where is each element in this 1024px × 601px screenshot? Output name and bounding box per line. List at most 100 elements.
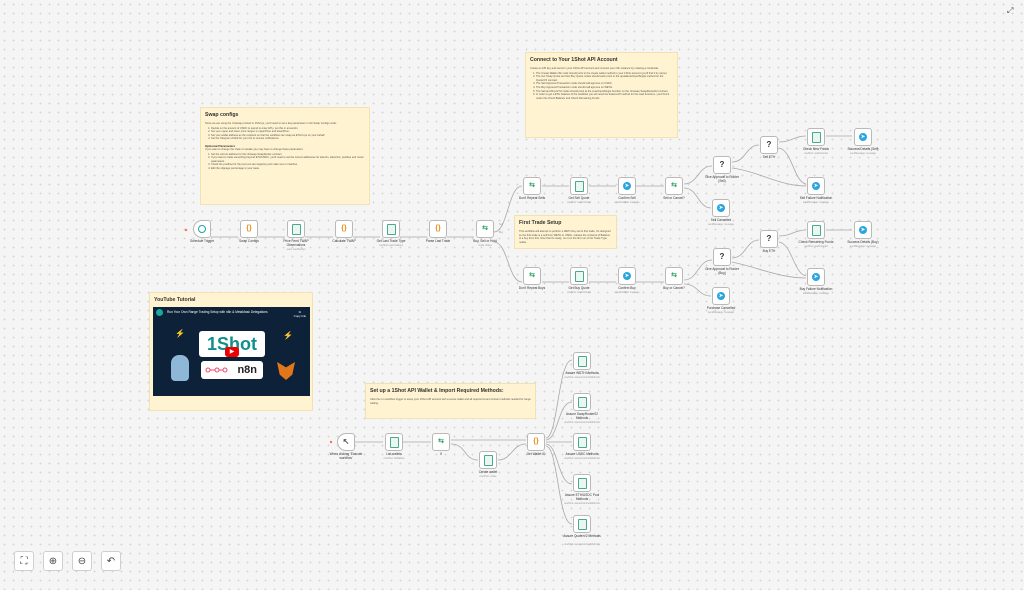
oneshot-icon	[577, 355, 587, 367]
node-label: Sell or Cancel?	[663, 196, 685, 200]
node-subtitle: oneShot: assureContractMethods	[564, 502, 600, 505]
fit-view-button[interactable]: ⛶	[14, 551, 34, 571]
setup-wallet-note[interactable]: Set up a 1Shot API Wallet & Import Requi…	[365, 383, 536, 419]
sell-eth-node[interactable]: ?	[760, 136, 778, 154]
sell-failure-node[interactable]: ➤	[807, 177, 825, 195]
buy-eth-node[interactable]: ?	[760, 230, 778, 248]
calculate-twap-node[interactable]: {}	[335, 220, 353, 238]
note-item: In order to get a ETH balance of the wor…	[536, 93, 673, 100]
note-item: Edit the slippage percentage to your tas…	[211, 167, 365, 171]
schedule-trigger-node[interactable]	[193, 220, 211, 238]
if-node[interactable]: ⇆	[432, 433, 450, 451]
node-label: Assure QuoterV2 Methods	[563, 534, 601, 538]
output-label-sell: Sell	[499, 223, 503, 226]
swap-configs-note[interactable]: Swap configs Since we are using the Unis…	[200, 107, 370, 205]
lightning-icon: ⚡	[175, 329, 185, 338]
note-item: The Create Wallet n8n node should point …	[536, 72, 673, 76]
note-title: First Trade Setup	[519, 220, 562, 226]
manual-trigger-node[interactable]: ↖	[337, 433, 355, 451]
get-buy-quote-node[interactable]	[570, 267, 588, 285]
oneshot-icon	[386, 223, 396, 235]
oneshot-icon	[577, 396, 587, 408]
note-title: Swap configs	[205, 112, 239, 118]
swap-configs-node[interactable]: {}	[240, 220, 258, 238]
check-new-funds-node[interactable]	[807, 128, 825, 146]
node-label: Sell ETH	[762, 155, 776, 159]
get-last-trade-node[interactable]	[382, 220, 400, 238]
note-item: Set your upper and lower price ranges in…	[211, 130, 365, 134]
node-label: Buy, Sell or Hold	[473, 239, 497, 243]
if-icon: ⇆	[438, 438, 444, 445]
buy-failure-node[interactable]: ➤	[807, 268, 825, 286]
output-label-buy: Buy	[498, 231, 504, 234]
assure-swaprouter-node[interactable]	[573, 393, 591, 411]
play-button-icon[interactable]: ▶	[225, 347, 239, 357]
note-item: If you want to trade something beyond ET…	[211, 156, 365, 163]
get-sell-quote-node[interactable]	[570, 177, 588, 195]
check-remaining-funds-node[interactable]	[807, 221, 825, 239]
create-wallet-node[interactable]	[479, 451, 497, 469]
assure-quoter-node[interactable]	[573, 515, 591, 533]
oneshot-icon	[811, 224, 821, 236]
connect-account-note[interactable]: Connect to Your 1Shot API Account Create…	[525, 52, 678, 138]
first-trade-note[interactable]: First Trade Setup This workflow will att…	[514, 215, 617, 249]
node-subtitle: sendMessage: message	[850, 245, 876, 248]
clock-icon	[198, 225, 206, 233]
sell-approval-node[interactable]: ?	[713, 156, 731, 174]
node-label: Parse Last Trade	[425, 239, 451, 243]
node-subtitle: mode: Rules	[478, 244, 492, 247]
oneshot-icon	[574, 180, 584, 192]
buy-approval-node[interactable]: ?	[713, 248, 731, 266]
purchase-cancelled-node[interactable]: ➤	[712, 287, 730, 305]
success-buy-node[interactable]: ➤	[854, 221, 872, 239]
assure-pool-node[interactable]	[573, 474, 591, 492]
note-subtitle: Optional Parameters	[205, 143, 236, 148]
note-text: Create an API key and secret in your 1Sh…	[530, 67, 659, 70]
node-label: Get Buy Quote	[568, 286, 590, 290]
sell-or-cancel-node[interactable]: ⇆	[665, 177, 683, 195]
node-label: Price Feed TWAP Observations	[283, 239, 309, 247]
dont-repeat-buys-node[interactable]: ⇆	[523, 267, 541, 285]
assure-weth-node[interactable]	[573, 352, 591, 370]
node-label: Check New Funds	[802, 147, 830, 151]
code-braces-icon: {}	[435, 225, 441, 232]
parse-last-trade-node[interactable]: {}	[429, 220, 447, 238]
confirm-buy-node[interactable]: ➤	[618, 267, 636, 285]
node-subtitle: oneShot: readContract	[566, 291, 592, 294]
node-subtitle: oneShot: assureContractMethods	[564, 376, 600, 379]
buy-sell-hold-node[interactable]: ⇆	[476, 220, 494, 238]
dont-repeat-sells-node[interactable]: ⇆	[523, 177, 541, 195]
zoom-in-button[interactable]: ⊕	[43, 551, 63, 571]
success-sell-node[interactable]: ➤	[854, 128, 872, 146]
telegram-icon: ➤	[623, 272, 631, 280]
node-label: Success Details (Sell)	[847, 147, 879, 151]
confirm-sell-node[interactable]: ➤	[618, 177, 636, 195]
buy-or-cancel-node[interactable]: ⇆	[665, 267, 683, 285]
fullscreen-icon[interactable]: ⤢	[1007, 6, 1014, 15]
list-wallets-node[interactable]	[385, 433, 403, 451]
share-label: Copy link	[293, 314, 306, 318]
node-subtitle: sendMessage: message	[803, 292, 829, 295]
lightning-icon: ⚡	[283, 331, 293, 340]
zoom-in-icon: ⊕	[48, 555, 58, 567]
youtube-video-embed[interactable]: Run Your Own Range Trading Setup with n8…	[153, 307, 310, 396]
oneshot-icon	[389, 436, 399, 448]
node-label: Get Last Trade Type	[376, 239, 406, 243]
oneshot-icon	[577, 477, 587, 489]
n8n-logo: n8n	[201, 361, 263, 379]
price-feed-node[interactable]	[287, 220, 305, 238]
assure-usdc-node[interactable]	[573, 433, 591, 451]
get-wallet-id-node[interactable]: {}	[527, 433, 545, 451]
node-label: Assure ETH/USDC Pool Methods	[564, 493, 600, 501]
node-label: Buy Failure Notification	[799, 287, 833, 291]
zoom-out-button[interactable]: ⊖	[72, 551, 92, 571]
oneshot-icon	[577, 518, 587, 530]
sell-cancelled-node[interactable]: ➤	[712, 199, 730, 217]
share-icon[interactable]: ⧉Copy link	[293, 310, 306, 318]
video-title: Run Your Own Range Trading Setup with n8…	[167, 310, 268, 314]
node-label: Sell Failure Notification	[799, 196, 833, 200]
undo-button[interactable]: ↶	[101, 551, 121, 571]
node-label: If	[440, 452, 442, 456]
node-label: Assure USDC Methods	[565, 452, 599, 456]
